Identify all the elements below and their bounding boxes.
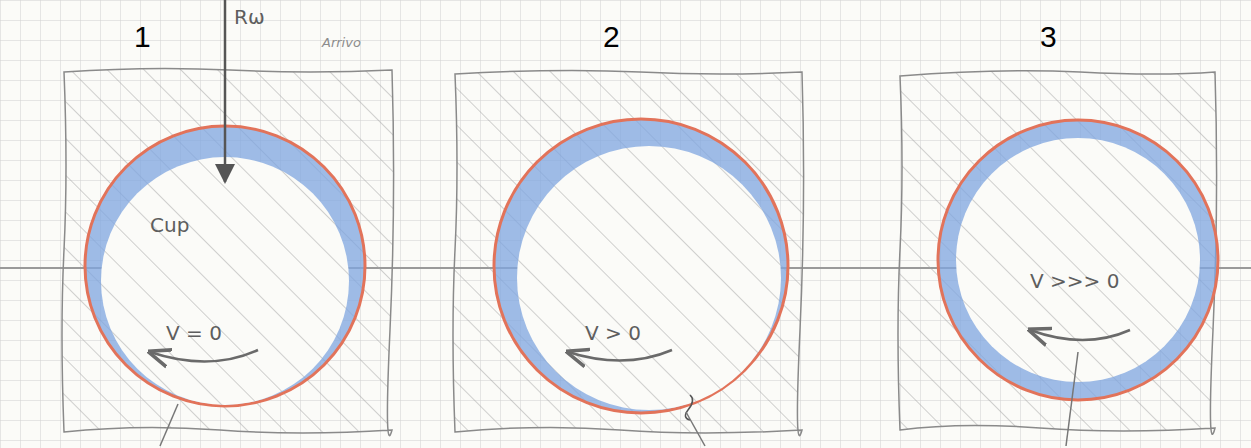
bearing-panel [898,71,1218,446]
note-label: Arrivo [322,36,361,50]
shaft-label: Cup [150,214,189,236]
panel-number: 1 [134,20,151,53]
panel-number: 3 [1040,20,1057,53]
speed-label: V >>> 0 [1030,270,1119,292]
bearing-panel [453,70,804,446]
load-arrow [224,0,227,182]
bearing-panel [62,68,394,446]
panel-number: 2 [603,20,620,53]
speed-label: V = 0 [166,322,222,344]
speed-label: V > 0 [585,322,641,344]
load-label: Rω [234,6,265,28]
